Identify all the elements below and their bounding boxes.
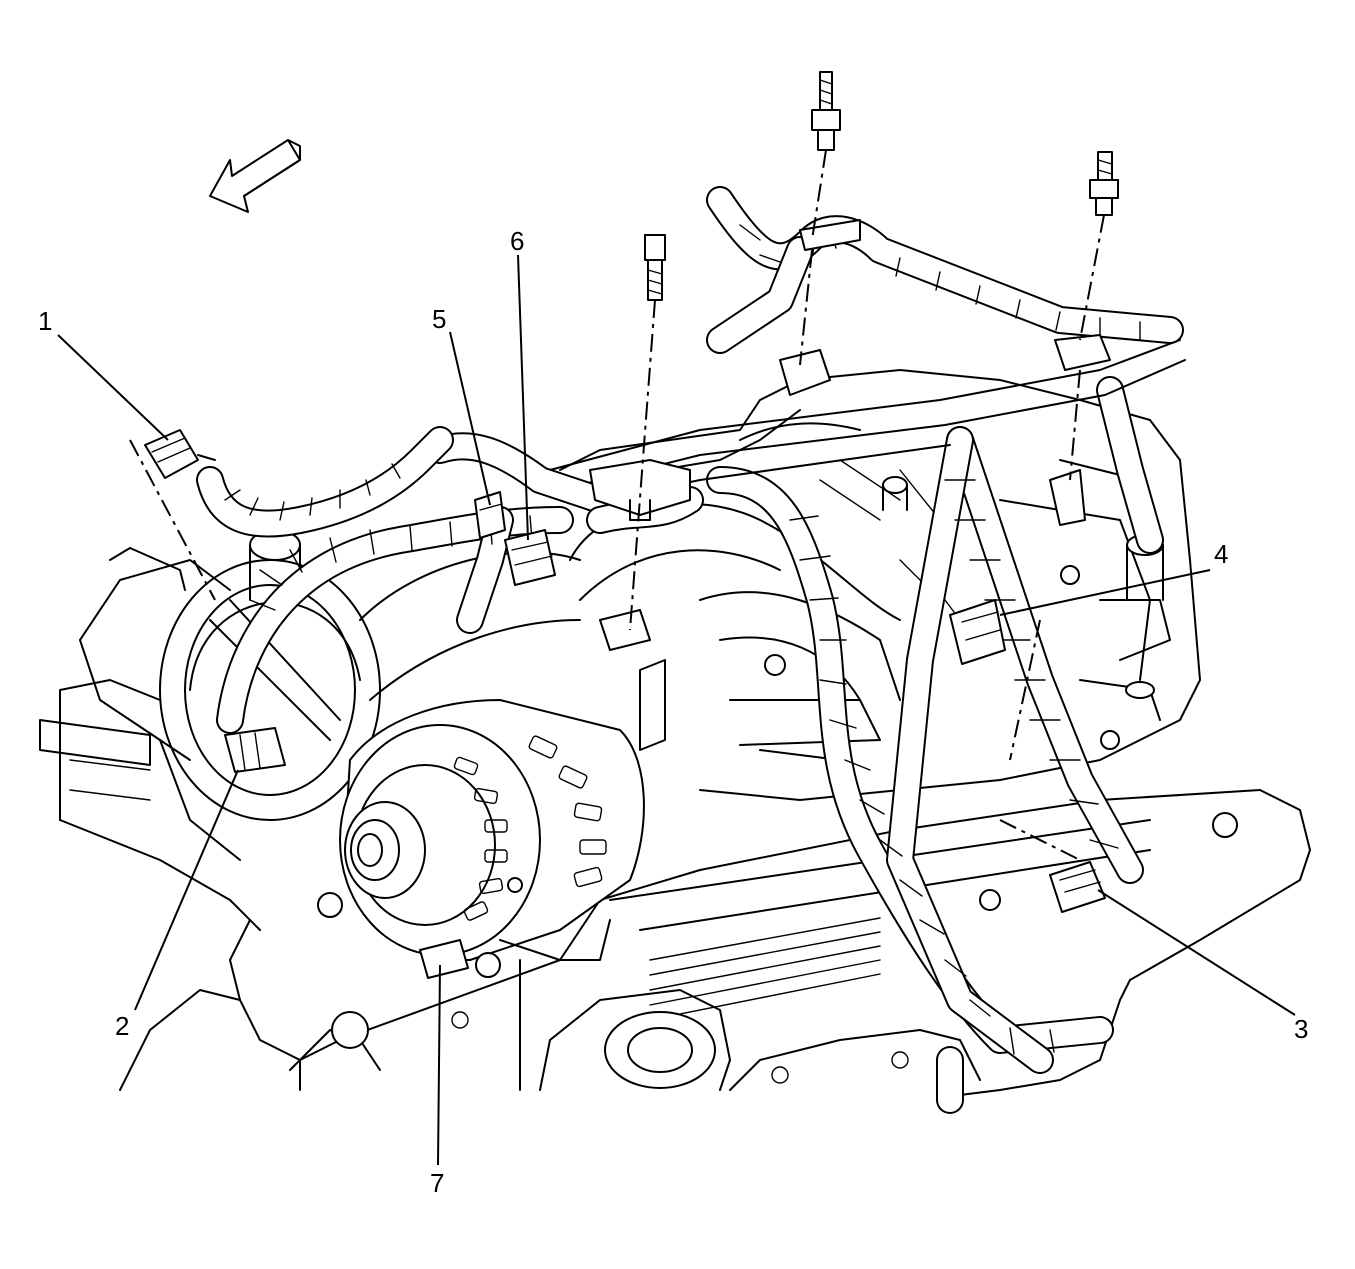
- callout-3: 3: [1294, 1014, 1308, 1044]
- connector-2: [224, 727, 286, 773]
- leader-7: [437, 964, 441, 1166]
- leader-2: [134, 769, 239, 1011]
- callout-leaders: [57, 254, 1296, 1166]
- callouts: 1 2 3 4 5 6 7: [38, 226, 1308, 1198]
- callout-6: 6: [510, 226, 524, 256]
- callout-1: 1: [38, 306, 52, 336]
- connector-4: [949, 599, 1006, 665]
- connector-3: [1049, 861, 1106, 913]
- bolt-right: [1069, 151, 1119, 481]
- engine-block: [39, 679, 1311, 1096]
- connector-1: [144, 429, 216, 479]
- leader-6: [517, 254, 529, 541]
- bolt-center: [799, 71, 841, 366]
- callout-5: 5: [432, 304, 446, 334]
- leader-1: [57, 334, 169, 441]
- connector-5: [474, 491, 506, 539]
- callout-4: 4: [1214, 539, 1228, 569]
- generator: [317, 699, 645, 1091]
- leader-3: [1097, 889, 1296, 1016]
- callout-2: 2: [115, 1011, 129, 1041]
- connector-7: [419, 939, 469, 979]
- connector-6: [504, 529, 556, 586]
- front-direction-arrow-icon: [209, 139, 301, 213]
- leader-4: [999, 569, 1211, 616]
- bolt-left: [629, 234, 666, 631]
- harness-brackets: [589, 219, 1111, 751]
- leader-5: [449, 331, 491, 506]
- callout-7: 7: [430, 1168, 444, 1198]
